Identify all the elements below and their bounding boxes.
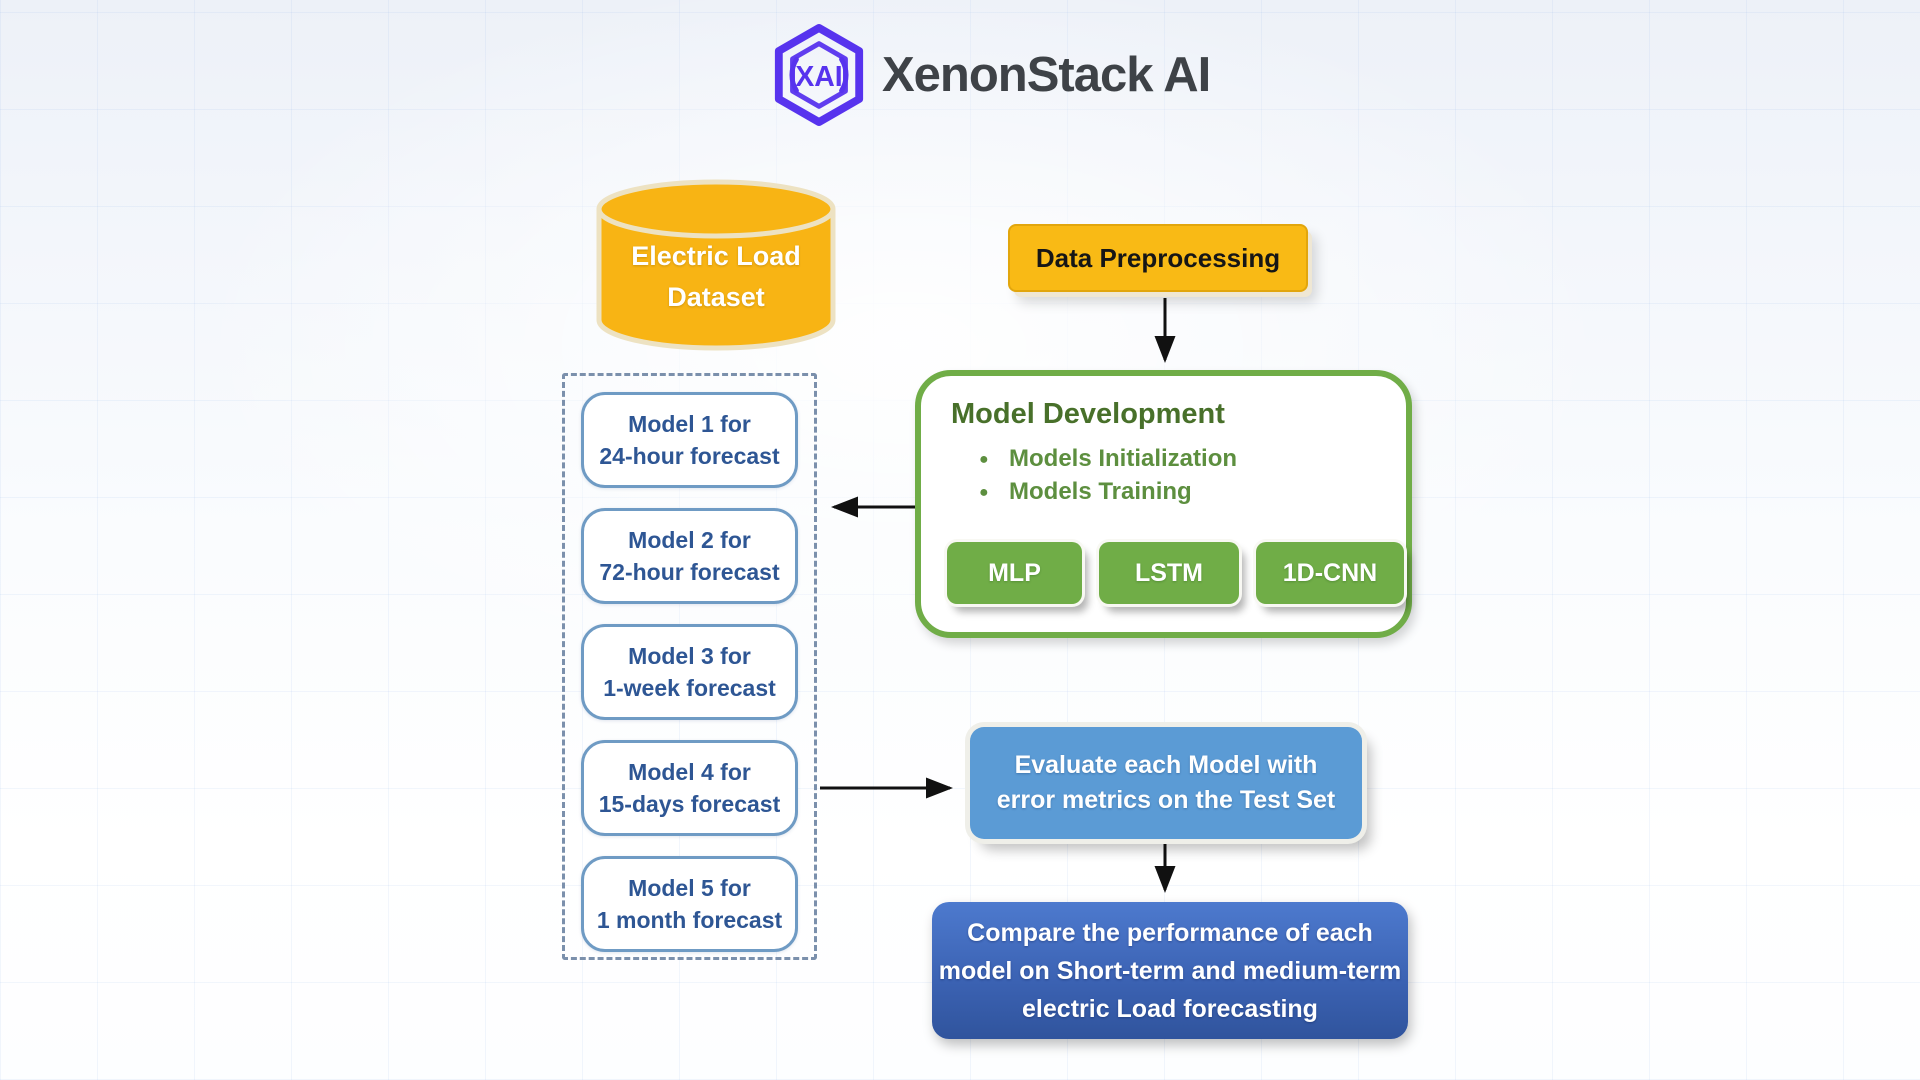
- algorithm-1dcnn-badge: 1D-CNN: [1256, 542, 1404, 604]
- bullet-models-training: Models Training: [977, 475, 1237, 509]
- brand-logo: XAI XenonStack AI: [770, 24, 1211, 126]
- forecast-model-4-line1: Model 4 for: [628, 759, 751, 785]
- dataset-label: Electric Load Dataset: [593, 236, 839, 318]
- dataset-cylinder: Electric Load Dataset: [593, 178, 839, 356]
- forecast-model-4: Model 4 for 15-days forecast: [581, 740, 798, 836]
- forecast-models-group: Model 1 for 24-hour forecast Model 2 for…: [562, 373, 817, 960]
- database-cylinder-icon: [596, 179, 836, 351]
- compare-box: Compare the performance of each model on…: [932, 902, 1408, 1039]
- forecast-model-5-line2: 1 month forecast: [596, 907, 783, 933]
- algorithm-lstm-badge: LSTM: [1099, 542, 1239, 604]
- compare-line3: electric Load forecasting: [1022, 994, 1318, 1023]
- forecast-model-1-line2: 24-hour forecast: [599, 443, 780, 469]
- logo-monogram: XAI: [795, 61, 842, 93]
- forecast-model-2: Model 2 for 72-hour forecast: [581, 508, 798, 604]
- forecast-model-2-line1: Model 2 for: [628, 527, 751, 553]
- model-development-box: Model Development Models Initialization …: [915, 370, 1412, 638]
- forecast-model-2-line2: 72-hour forecast: [599, 559, 780, 585]
- model-development-bullet-list: Models Initialization Models Training: [977, 442, 1237, 509]
- data-preprocessing-label: Data Preprocessing: [1035, 242, 1281, 273]
- dataset-label-line2: Dataset: [667, 282, 765, 312]
- forecast-model-1-line1: Model 1 for: [628, 411, 751, 437]
- brand-name: XenonStack AI: [882, 48, 1211, 102]
- evaluate-box: Evaluate each Model with error metrics o…: [970, 727, 1362, 839]
- forecast-model-1: Model 1 for 24-hour forecast: [581, 392, 798, 488]
- evaluate-line1: Evaluate each Model with: [1014, 751, 1318, 779]
- compare-line2: model on Short-term and medium-term: [938, 956, 1402, 985]
- forecast-model-3-line1: Model 3 for: [628, 643, 751, 669]
- bullet-models-initialization: Models Initialization: [977, 442, 1237, 476]
- algorithm-button-row: MLP LSTM 1D-CNN: [947, 542, 1404, 604]
- data-preprocessing-box: Data Preprocessing: [1008, 224, 1308, 292]
- dataset-label-line1: Electric Load: [631, 241, 801, 271]
- forecast-model-3-line2: 1-week forecast: [603, 675, 776, 701]
- forecast-model-3: Model 3 for 1-week forecast: [581, 624, 798, 720]
- evaluate-line2: error metrics on the Test Set: [996, 786, 1336, 814]
- forecast-model-5: Model 5 for 1 month forecast: [581, 856, 798, 952]
- model-development-title: Model Development: [951, 398, 1225, 430]
- forecast-model-4-line2: 15-days forecast: [598, 791, 781, 817]
- compare-line1: Compare the performance of each: [967, 918, 1373, 947]
- algorithm-mlp-badge: MLP: [947, 542, 1082, 604]
- xenonstack-hexagon-icon: XAI: [774, 24, 864, 126]
- forecast-model-5-line1: Model 5 for: [628, 875, 751, 901]
